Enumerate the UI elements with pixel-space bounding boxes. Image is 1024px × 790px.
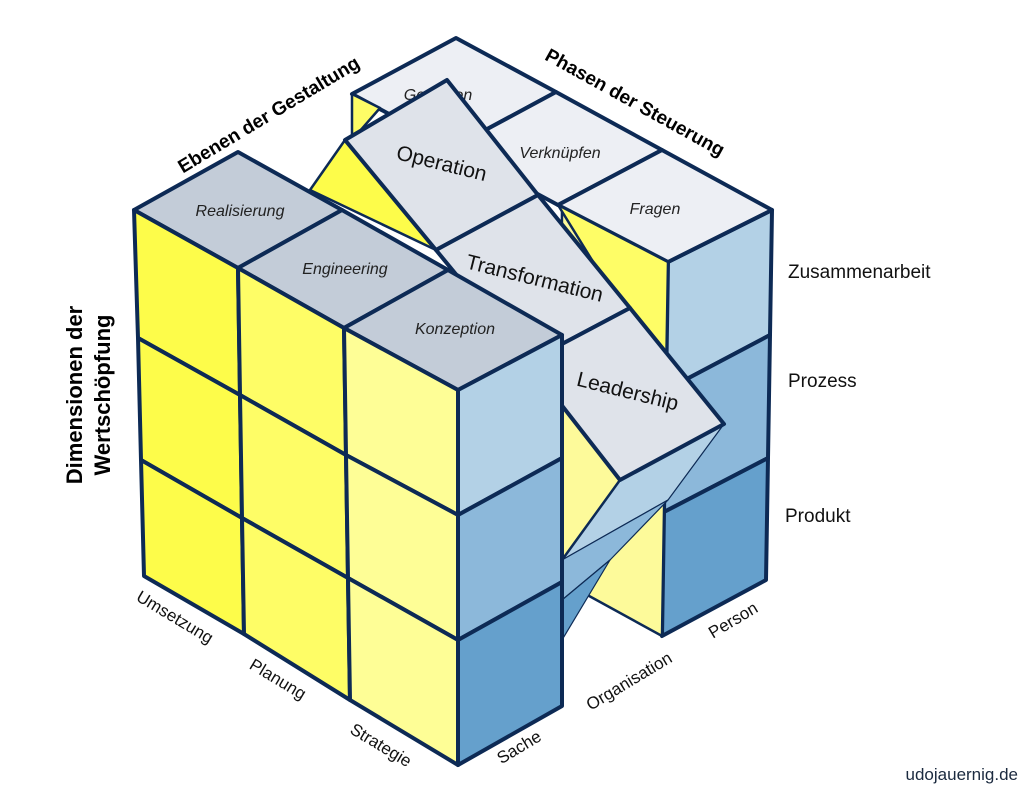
watermark[interactable]: udojauernig.de — [906, 765, 1018, 784]
rotated-slab — [308, 78, 726, 641]
level-label-engineering: Engineering — [302, 261, 388, 278]
phase-label-verknuepfen: Verknüpfen — [519, 145, 600, 162]
dimension-label-produkt: Produkt — [785, 506, 851, 527]
dimension-label-zusammenarbeit: Zusammenarbeit — [788, 262, 931, 283]
phase-label-fragen: Fragen — [630, 201, 681, 218]
level-label-realisierung: Realisierung — [196, 203, 285, 220]
axis-title-dimensions-line2: Wertschöpfung — [90, 315, 115, 476]
front-block-right-face — [456, 333, 564, 767]
dimension-label-prozess: Prozess — [788, 371, 857, 392]
level-label-konzeption: Konzeption — [415, 321, 495, 338]
right-axis-label-organisation: Organisation — [583, 648, 675, 714]
back-yellow-sliver — [350, 92, 382, 142]
axis-title-dimensions-line1: Dimensionen der — [62, 305, 87, 484]
front-face-grid — [132, 208, 460, 767]
slab-cell-leadership — [526, 306, 726, 482]
